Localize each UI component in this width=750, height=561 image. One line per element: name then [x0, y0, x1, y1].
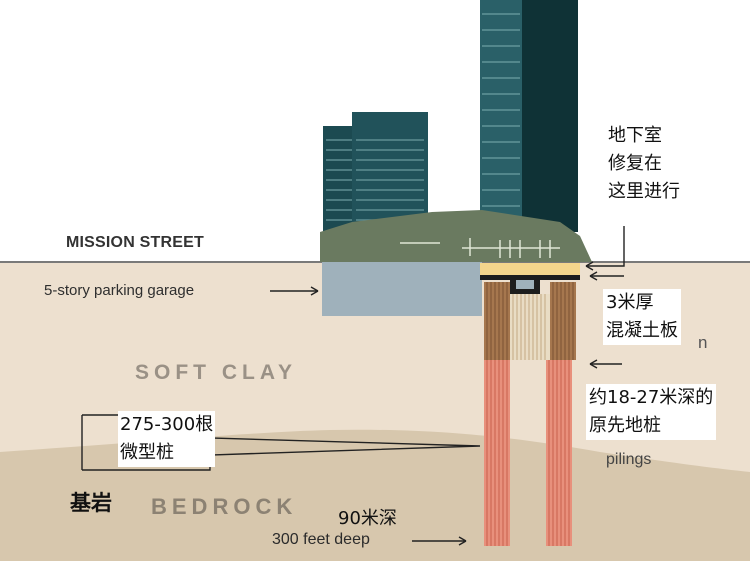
parking-garage-label: 5-story parking garage: [44, 282, 195, 299]
slab-line-2: 混凝土板: [606, 320, 678, 341]
podium: [320, 210, 592, 262]
short-building: [323, 112, 428, 232]
pilings-label: pilings: [606, 451, 652, 468]
basement-repair-note: 地下室 修复在 这里进行: [604, 122, 684, 206]
tall-tower: [480, 0, 578, 232]
slab-note: 3米厚 混凝土板: [603, 289, 681, 345]
basement-line-2: 修复在: [608, 153, 662, 174]
soft-clay-label: SOFT CLAY: [135, 361, 298, 384]
bedrock-label: BEDROCK: [151, 494, 298, 519]
micropile-bundle: [510, 294, 550, 360]
bedrock-zh-label: 基岩: [70, 491, 112, 515]
mission-street-label: MISSION STREET: [66, 234, 204, 251]
micropiles-line-1: 275-300根: [120, 414, 214, 435]
depth-label: 300 feet deep: [272, 531, 370, 548]
original-piles-line-1: 约18-27米深的: [589, 387, 714, 408]
original-piles-line-2: 原先地桩: [589, 415, 661, 436]
basement-arrow: [586, 226, 625, 267]
slab-line-1: 3米厚: [606, 292, 654, 313]
basement-line-3: 这里进行: [608, 181, 680, 202]
original-piles-note: 约18-27米深的 原先地桩: [586, 384, 717, 440]
depth-zh-label: 90米深: [338, 508, 397, 529]
micropiles-line-2: 微型桩: [120, 442, 174, 463]
basement-line-1: 地下室: [608, 125, 662, 146]
micropiles-note: 275-300根 微型桩: [118, 411, 216, 467]
original-piles-upper: [484, 282, 576, 360]
partial-label: n: [698, 333, 708, 352]
micropiles-deep: [484, 360, 572, 546]
parking-garage: [322, 262, 482, 316]
concrete-slab: [480, 263, 580, 294]
